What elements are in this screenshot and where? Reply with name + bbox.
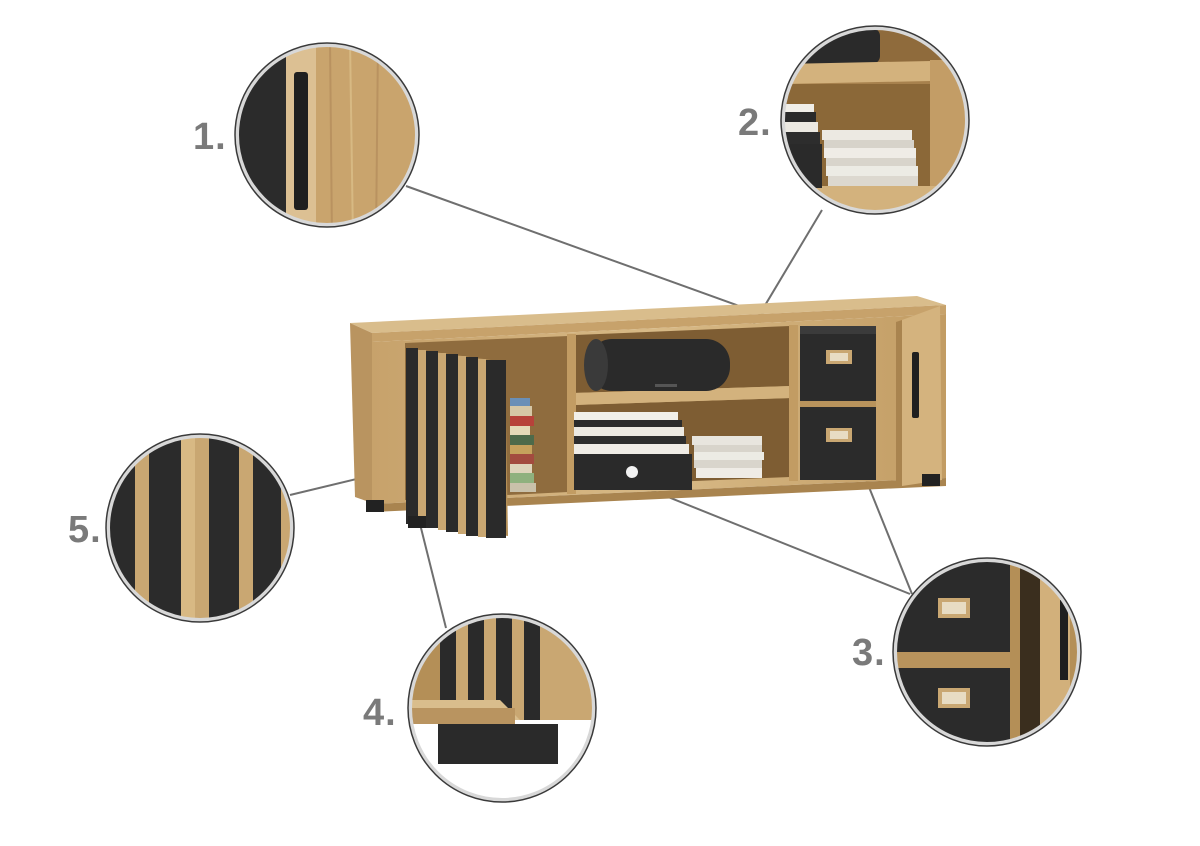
speaker [584,339,730,391]
detail-circle-3 [892,557,1082,747]
right-door [896,306,942,486]
storage-boxes [800,326,876,480]
detail-circle-4 [407,613,597,803]
callout-number-4: 4. [363,692,397,734]
slatted-door [406,348,508,538]
detail-circle-5 [105,433,295,623]
callout-number-3: 3. [852,632,886,674]
callout-number-1: 1. [193,116,227,158]
callout-number-2: 2. [738,102,772,144]
detail-circle-2 [780,25,970,215]
detail-circle-1 [234,42,420,228]
book-stack-lower [574,412,764,490]
callout-number-5: 5. [68,509,102,551]
tv-cabinet [350,296,946,538]
book-spines [510,398,536,492]
